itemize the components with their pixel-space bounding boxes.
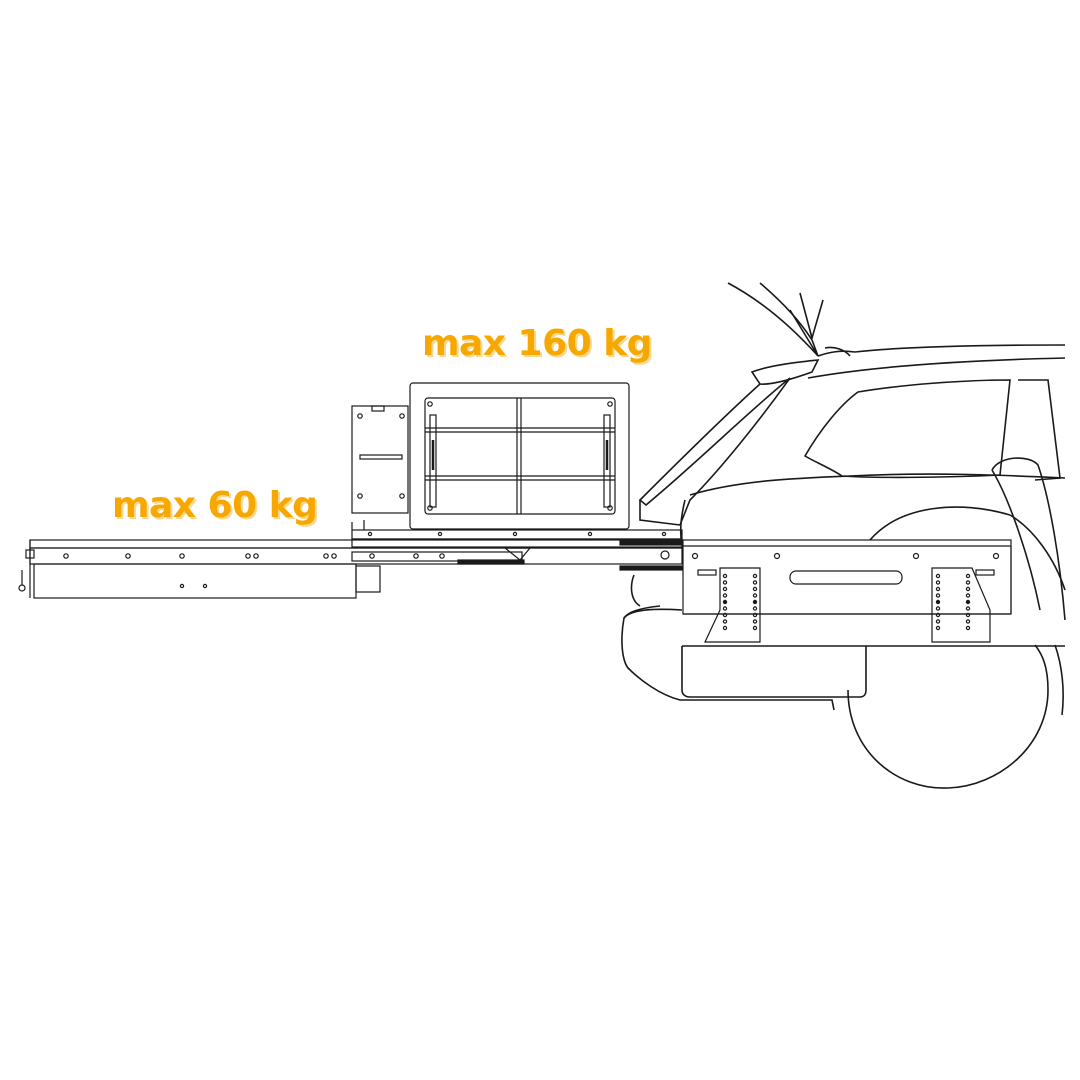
mounting-hole: [179, 583, 185, 589]
mounting-hole: [935, 619, 941, 624]
mounting-hole: [722, 580, 728, 585]
mounting-hole: [512, 531, 518, 537]
mounting-hole: [965, 573, 971, 579]
mounting-hole: [965, 612, 971, 618]
mounting-hole: [752, 619, 758, 624]
mounting-hole: [752, 586, 758, 592]
rear-wheel: [847, 689, 1049, 789]
mounting-hole: [399, 493, 405, 499]
rear-pillar: [638, 377, 791, 507]
mounting-hole: [722, 625, 728, 631]
mounting-hole: [965, 625, 971, 631]
load-label-upper: max 160 kg: [422, 323, 652, 364]
car-outline: [621, 282, 1066, 789]
mounting-hole: [125, 553, 131, 559]
mounting-hole: [752, 612, 758, 618]
mounting-hole: [722, 599, 728, 605]
mounting-hole: [427, 505, 433, 511]
mounting-hole: [722, 612, 728, 618]
mounting-hole: [722, 606, 728, 611]
mounting-hole: [752, 599, 758, 605]
crate-box: [409, 382, 630, 530]
mounting-hole: [323, 553, 329, 559]
bracket-left: [704, 567, 761, 643]
mounting-hole: [752, 593, 758, 598]
mounting-hole: [607, 505, 613, 511]
rear-bumper: [621, 608, 835, 711]
mounting-holes: [63, 401, 971, 631]
mounting-hole: [253, 553, 259, 559]
mounting-hole: [965, 580, 971, 585]
mounting-hole: [722, 573, 728, 579]
mounting-hole: [437, 531, 443, 537]
mounting-hole: [399, 413, 405, 419]
mounting-hole: [965, 619, 971, 624]
mounting-hole: [357, 413, 363, 419]
mounting-hole: [965, 586, 971, 592]
mounting-hole: [413, 553, 419, 559]
mounting-hole: [935, 580, 941, 585]
lower-tray: [33, 563, 357, 599]
side-window: [803, 379, 1011, 479]
roof-line: [817, 344, 1066, 357]
mounting-hole: [607, 401, 613, 407]
mounting-hole: [245, 553, 251, 559]
mounting-hole: [369, 553, 375, 559]
mounting-hole: [965, 599, 971, 605]
load-label-lower: max 60 kg: [112, 485, 318, 526]
wheel-arch: [869, 506, 1011, 541]
mounting-hole: [935, 606, 941, 611]
mounting-hole: [935, 599, 941, 605]
mounting-hole: [935, 612, 941, 618]
mounting-hole: [367, 531, 373, 537]
mounting-hole: [935, 586, 941, 592]
mounting-hole: [965, 593, 971, 598]
mounting-hole: [357, 493, 363, 499]
mounting-hole: [935, 625, 941, 631]
mounting-hole: [935, 573, 941, 579]
mounting-hole: [935, 593, 941, 598]
mounting-hole: [331, 553, 337, 559]
mounting-hole: [752, 625, 758, 631]
mounting-hole: [722, 593, 728, 598]
mounting-hole: [63, 553, 69, 559]
lower-drawer: [18, 539, 683, 599]
mounting-hole: [427, 401, 433, 407]
tailgate: [727, 282, 819, 357]
frame-slot: [789, 570, 903, 585]
mounting-hole: [752, 606, 758, 611]
mounting-hole: [965, 606, 971, 611]
mounting-hole: [179, 553, 185, 559]
mounting-hole: [202, 583, 208, 589]
mounting-hole: [722, 619, 728, 624]
bracket-right: [931, 567, 991, 643]
upper-drawer: [351, 382, 683, 548]
mounting-hole: [752, 580, 758, 585]
mounting-frame: [682, 539, 1012, 643]
side-mirror: [991, 457, 1066, 621]
mounting-hole: [661, 531, 667, 537]
mounting-hole: [439, 553, 445, 559]
mounting-hole: [752, 573, 758, 579]
mounting-hole: [722, 586, 728, 592]
mounting-hole: [587, 531, 593, 537]
